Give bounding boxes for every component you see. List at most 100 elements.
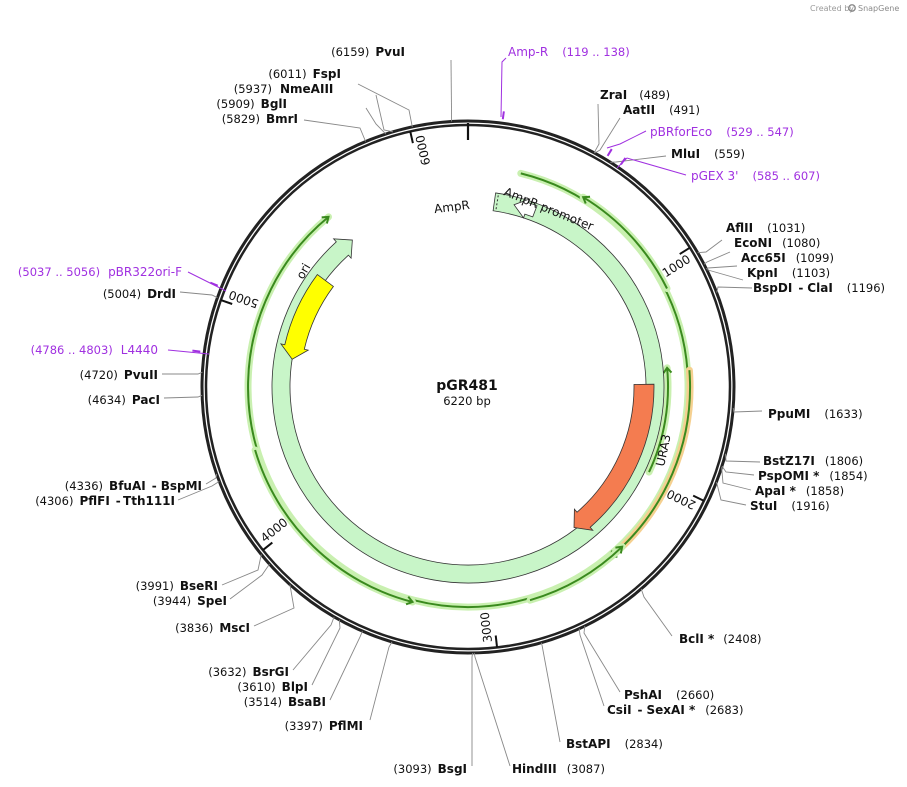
site-bcli: BclI *(2408) bbox=[679, 632, 762, 646]
site-bseri: (3991)BseRI bbox=[136, 579, 218, 593]
credit-prefix: Created by bbox=[810, 4, 854, 13]
site-leader-2408 bbox=[640, 588, 673, 637]
site-bsabi: (3514)BsaBI bbox=[244, 695, 326, 709]
ori-label: ori bbox=[293, 261, 313, 282]
site-pvui-top: (6159)PvuI bbox=[331, 45, 405, 59]
site-leader-1854 bbox=[721, 465, 755, 476]
site-leader-3610 bbox=[311, 619, 341, 686]
site-bfuai-bspmi: (4336)BfuAI-BspMI bbox=[65, 479, 202, 493]
site-leader-491 bbox=[594, 117, 621, 154]
site-leader-1099 bbox=[706, 265, 738, 270]
ori-feature-arrow bbox=[279, 273, 334, 360]
site-leader-4720 bbox=[162, 371, 203, 375]
site-msci: (3836)MscI bbox=[175, 621, 250, 635]
orf-bottom-right-head bbox=[615, 545, 624, 554]
site-leader-5909 bbox=[365, 107, 387, 135]
primer-mark-pbr322ori-f bbox=[209, 281, 219, 287]
tick-mark-5000 bbox=[220, 299, 233, 305]
site-csii-sexai: CsiI-SexAI *(2683) bbox=[607, 703, 744, 717]
tick-label-2000: 2000 bbox=[664, 486, 698, 512]
orf-right-upper-line bbox=[582, 196, 668, 289]
site-apai: ApaI *(1858) bbox=[755, 484, 844, 498]
primer-mark-pgex3-leader bbox=[616, 157, 687, 176]
tick-mark-4000 bbox=[262, 541, 273, 551]
primer-pgex3: pGEX 3'(585 .. 607) bbox=[691, 169, 820, 183]
site-leader-4306 bbox=[177, 481, 220, 501]
primer-amp-r: Amp-R(119 .. 138) bbox=[508, 45, 630, 59]
ampr-label: AmpR bbox=[433, 198, 470, 216]
site-pflfi-tth111i: (4306)PflFI-Tth111I bbox=[35, 494, 175, 508]
site-bmri: (5829)BmrI bbox=[222, 112, 298, 126]
plasmid-name: pGR481 bbox=[436, 378, 498, 394]
credit-brand: SnapGene bbox=[858, 4, 899, 13]
site-paci: (4634)PacI bbox=[88, 393, 160, 407]
site-econi: EcoNI(1080) bbox=[734, 236, 820, 250]
site-leader-3514 bbox=[329, 631, 363, 701]
snapgene-logo-icon bbox=[848, 4, 856, 12]
site-pflmi: (3397)PflMI bbox=[285, 719, 363, 733]
site-pspomi: PspOMI *(1854) bbox=[758, 469, 868, 483]
primer-mark-amp-r bbox=[501, 111, 505, 120]
site-aflii: AflII(1031) bbox=[726, 221, 805, 235]
tick-mark-6000 bbox=[409, 131, 414, 144]
orf-bottom-left-line bbox=[254, 449, 413, 603]
orf-bottom-right-line bbox=[529, 545, 623, 602]
restriction-site-layer bbox=[162, 59, 763, 767]
site-bsgi: (3093)BsgI bbox=[393, 762, 467, 776]
site-bstz17i: BstZ17I(1806) bbox=[763, 454, 863, 468]
site-bsrgi: (3632)BsrGI bbox=[208, 665, 289, 679]
site-leader-2660 bbox=[583, 625, 621, 693]
orf-ura3-inner bbox=[645, 364, 673, 476]
tick-label-3000: 3000 bbox=[478, 611, 495, 643]
site-fspi: (6011)FspI bbox=[268, 67, 341, 81]
site-leader-2834 bbox=[540, 642, 561, 743]
site-leader-4634 bbox=[163, 394, 203, 399]
primer-mark-pbrforeco bbox=[606, 148, 613, 157]
orf-bottom-left bbox=[251, 446, 416, 606]
site-leader-1031 bbox=[697, 239, 723, 254]
site-leader-1196 bbox=[716, 286, 753, 293]
site-leader-559 bbox=[610, 155, 667, 163]
primer-mark-pbr322ori-f-leader bbox=[187, 271, 227, 292]
site-leader-6011 bbox=[357, 83, 413, 127]
tick-label-1000: 1000 bbox=[660, 252, 693, 280]
plasmid-length: 6220 bp bbox=[443, 394, 491, 408]
tick-mark-3000 bbox=[494, 635, 499, 648]
primer-l4440: (4786 .. 4803)L4440 bbox=[31, 343, 158, 357]
site-stui: StuI(1916) bbox=[750, 499, 830, 513]
orf-right-upper bbox=[579, 193, 671, 292]
orf-layer bbox=[244, 169, 694, 611]
orf-right-upper-head bbox=[581, 195, 591, 204]
tick-label-6000: 6000 bbox=[413, 134, 433, 167]
site-aatii: AatII(491) bbox=[623, 103, 700, 117]
site-leader-1916 bbox=[716, 481, 747, 506]
primer-mark-l4440-leader bbox=[167, 349, 210, 355]
site-bstapi: BstAPI(2834) bbox=[566, 737, 663, 751]
orf-bottom-right bbox=[526, 543, 626, 604]
site-leader-3836 bbox=[253, 584, 295, 627]
orf-top-arc-head bbox=[321, 215, 330, 224]
site-blpi: (3610)BlpI bbox=[237, 680, 308, 694]
ura3-label: URA3 bbox=[653, 433, 673, 468]
site-spei: (3944)SpeI bbox=[153, 594, 227, 608]
site-leader-1080 bbox=[703, 251, 731, 265]
site-ppumi: PpuMI(1633) bbox=[768, 407, 863, 421]
site-pvuii: (4720)PvuII bbox=[80, 368, 158, 382]
primer-mark-pbrforeco-leader bbox=[606, 130, 647, 149]
site-nmeaiii-name: NmeAIII bbox=[280, 82, 333, 96]
site-bgli: (5909)BglI bbox=[216, 97, 287, 111]
orf-right-orange-line bbox=[609, 370, 691, 558]
site-leader-3944 bbox=[229, 563, 270, 600]
site-leader-5937 bbox=[375, 94, 394, 133]
primer-mark-amp-r-leader bbox=[500, 57, 507, 118]
site-leader-1103 bbox=[706, 269, 744, 281]
site-leader-3093 bbox=[471, 652, 474, 766]
ampr-promoter-arrow bbox=[513, 198, 538, 219]
primer-layer bbox=[167, 57, 687, 355]
site-zrai: ZraI(489) bbox=[600, 88, 670, 102]
site-leader-6159 bbox=[450, 59, 453, 122]
site-acc65i: Acc65I(1099) bbox=[741, 251, 834, 265]
site-leader-3397 bbox=[369, 641, 393, 721]
site-mlui: MluI(559) bbox=[671, 147, 745, 161]
